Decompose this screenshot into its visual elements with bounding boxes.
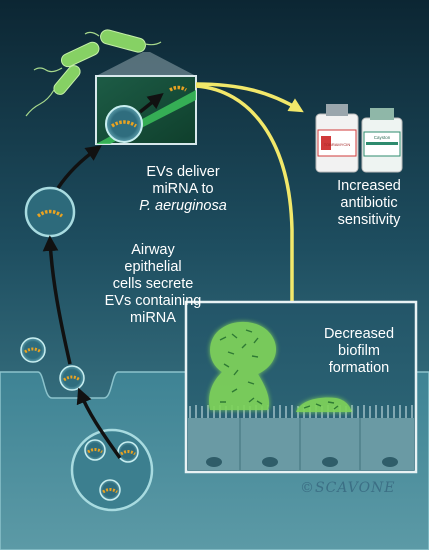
label-antibiotic-line3: sensitivity <box>337 212 401 228</box>
label-airway-line2: epithelial <box>124 259 182 275</box>
label-antibiotic-line1: Increased <box>337 178 401 194</box>
vial-right-label: Cayston <box>374 135 391 140</box>
label-airway-line5: miRNA <box>130 310 176 326</box>
artist-signature: ©SCAVONE <box>300 480 396 496</box>
label-airway-line1: Airway <box>131 242 175 258</box>
biofilm-inset <box>184 300 418 474</box>
label-evs-deliver-line2: miRNA to <box>152 181 214 197</box>
antibiotic-vials <box>315 104 403 173</box>
label-airway-line4: EVs containing <box>104 293 202 309</box>
label-biofilm: Decreased biofilm formation <box>300 326 418 377</box>
vesicle-released <box>24 186 76 238</box>
label-evs-deliver: EVs deliver miRNA to P. aeruginosa <box>108 164 258 215</box>
label-airway: Airway epithelial cells secrete EVs cont… <box>78 242 228 327</box>
inhibit-line-to-biofilm <box>195 84 294 384</box>
label-species: P. aeruginosa <box>139 198 227 214</box>
bacteria-cluster <box>25 29 162 117</box>
label-airway-line3: cells secrete <box>112 276 194 292</box>
label-antibiotic-line2: antibiotic <box>340 195 398 211</box>
label-biofilm-line2: biofilm <box>338 343 380 359</box>
label-antibiotic: Increased antibiotic sensitivity <box>314 178 424 229</box>
label-evs-deliver-line1: EVs deliver <box>146 164 220 180</box>
arrow-vesicle-to-bacterium <box>56 145 102 189</box>
arrow-pit-to-vesicle <box>42 235 72 365</box>
label-biofilm-line1: Decreased <box>323 326 395 342</box>
arrow-cell-to-pit <box>76 387 122 460</box>
vial-left-label: TOBRAMYCIN <box>324 142 351 147</box>
label-biofilm-line3: formation <box>328 360 390 376</box>
zoom-callout <box>95 52 197 145</box>
arrow-to-antibiotic <box>195 82 304 113</box>
cell-with-vesicles <box>70 428 154 512</box>
vesicle-small <box>20 337 46 363</box>
vesicle-budding <box>59 365 85 391</box>
